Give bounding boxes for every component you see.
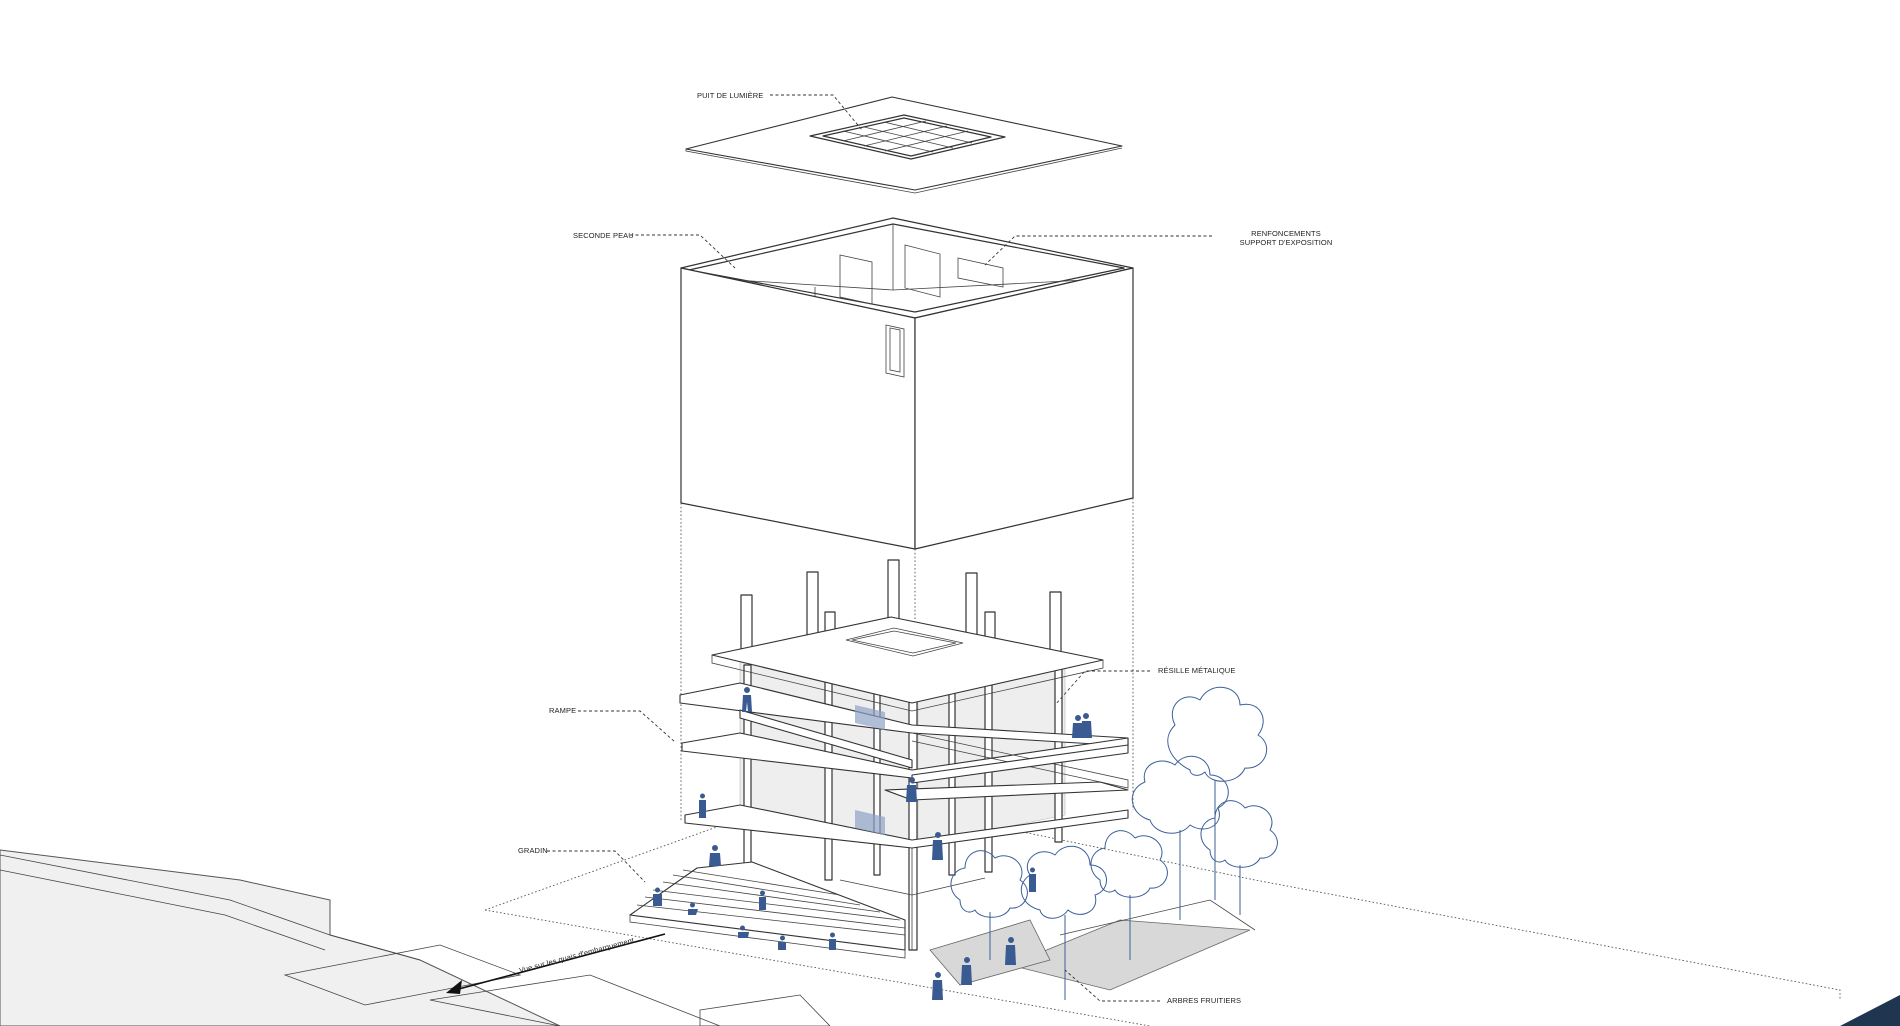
roof-slab bbox=[685, 96, 1123, 194]
people bbox=[653, 687, 1092, 1000]
label-ramp: RAMPE bbox=[549, 706, 576, 715]
view-arrow-label: Vue sur les quais d'embarquement bbox=[518, 935, 636, 975]
site-ground bbox=[0, 789, 1900, 1026]
site-boundary bbox=[484, 789, 1841, 1000]
structural-frame bbox=[679, 559, 1129, 951]
annotations: PUIT DE LUMIÈRE SECONDE PEAU RENFONCEMEN… bbox=[518, 91, 1332, 1005]
bleachers bbox=[629, 861, 906, 959]
quay-platform-1 bbox=[283, 944, 522, 1006]
label-recesses-1: RENFONCEMENTS bbox=[1251, 229, 1321, 238]
skylight-grid bbox=[809, 114, 1006, 160]
label-recesses-2: SUPPORT D'EXPOSITION bbox=[1240, 238, 1333, 247]
label-bleachers: GRADIN bbox=[518, 846, 548, 855]
second-skin-box bbox=[680, 217, 1134, 550]
quay-platform-2 bbox=[429, 974, 721, 1026]
label-second-skin: SECONDE PEAU bbox=[573, 231, 634, 240]
quay-area bbox=[0, 849, 561, 1026]
label-fruit-trees: ARBRES FRUITIERS bbox=[1167, 996, 1241, 1005]
view-arrow: Vue sur les quais d'embarquement bbox=[446, 933, 666, 994]
label-skylight: PUIT DE LUMIÈRE bbox=[697, 91, 763, 100]
corner-accent bbox=[1840, 995, 1900, 1026]
ramp bbox=[739, 709, 913, 769]
projection-lines bbox=[680, 498, 1134, 935]
label-metal-mesh: RÉSILLE MÉTALIQUE bbox=[1158, 666, 1235, 675]
fruit-trees bbox=[950, 686, 1278, 1000]
